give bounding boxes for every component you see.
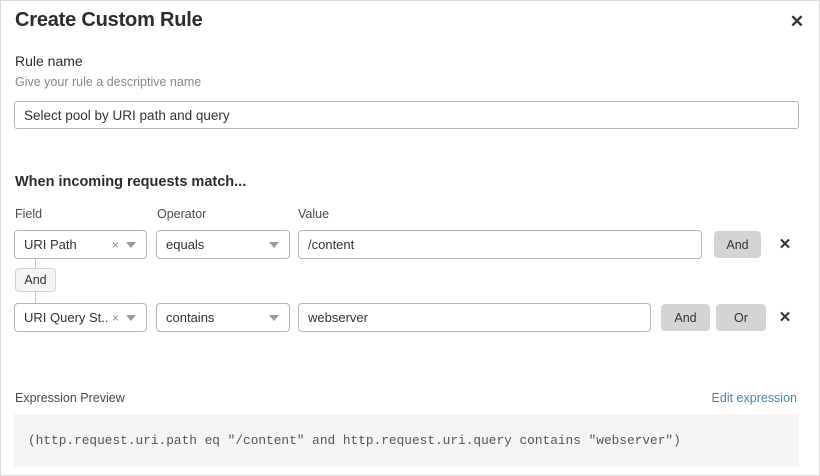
field-select-value-2: URI Query St... (24, 310, 108, 325)
expression-preview-label: Expression Preview (15, 391, 125, 405)
operator-select-value-2: contains (166, 310, 215, 325)
close-icon[interactable]: ✕ (784, 8, 810, 34)
operator-select-1[interactable]: equals (156, 230, 290, 259)
remove-condition-icon-2[interactable]: ✕ (776, 303, 794, 331)
match-section-heading: When incoming requests match... (15, 174, 247, 190)
column-header-field: Field (15, 207, 43, 221)
chevron-down-icon (126, 314, 136, 321)
and-button-1[interactable]: And (714, 231, 761, 258)
rule-name-hint: Give your rule a descriptive name (15, 75, 202, 89)
chevron-down-icon (269, 241, 279, 248)
clear-icon[interactable]: × (111, 237, 119, 252)
dialog-title: Create Custom Rule (15, 9, 203, 31)
value-input-2[interactable] (298, 303, 651, 332)
column-header-value: Value (298, 207, 330, 221)
operator-select-2[interactable]: contains (156, 303, 290, 332)
condition-row: URI Query St... × contains And Or ✕ (1, 303, 819, 333)
field-select-1[interactable]: URI Path × (14, 230, 147, 259)
and-button-2[interactable]: And (661, 304, 710, 331)
clear-icon[interactable]: × (111, 310, 119, 325)
remove-condition-icon-1[interactable]: ✕ (776, 230, 794, 258)
or-button-2[interactable]: Or (716, 304, 766, 331)
connector-line-bottom (35, 291, 36, 303)
edit-expression-link[interactable]: Edit expression (711, 391, 797, 405)
column-header-operator: Operator (157, 207, 207, 221)
rule-name-input[interactable] (14, 101, 799, 129)
connector-and-badge[interactable]: And (15, 268, 56, 292)
chevron-down-icon (126, 241, 136, 248)
rule-name-label: Rule name (15, 53, 83, 69)
condition-row: URI Path × equals And ✕ (1, 230, 819, 260)
expression-preview-box: (http.request.uri.path eq "/content" and… (14, 414, 799, 467)
operator-select-value-1: equals (166, 237, 205, 252)
chevron-down-icon (269, 314, 279, 321)
value-input-1[interactable] (298, 230, 702, 259)
field-select-2[interactable]: URI Query St... × (14, 303, 147, 332)
expression-preview-code: (http.request.uri.path eq "/content" and… (28, 433, 681, 448)
field-select-value-1: URI Path (24, 237, 77, 252)
connector-line-top (35, 258, 36, 269)
